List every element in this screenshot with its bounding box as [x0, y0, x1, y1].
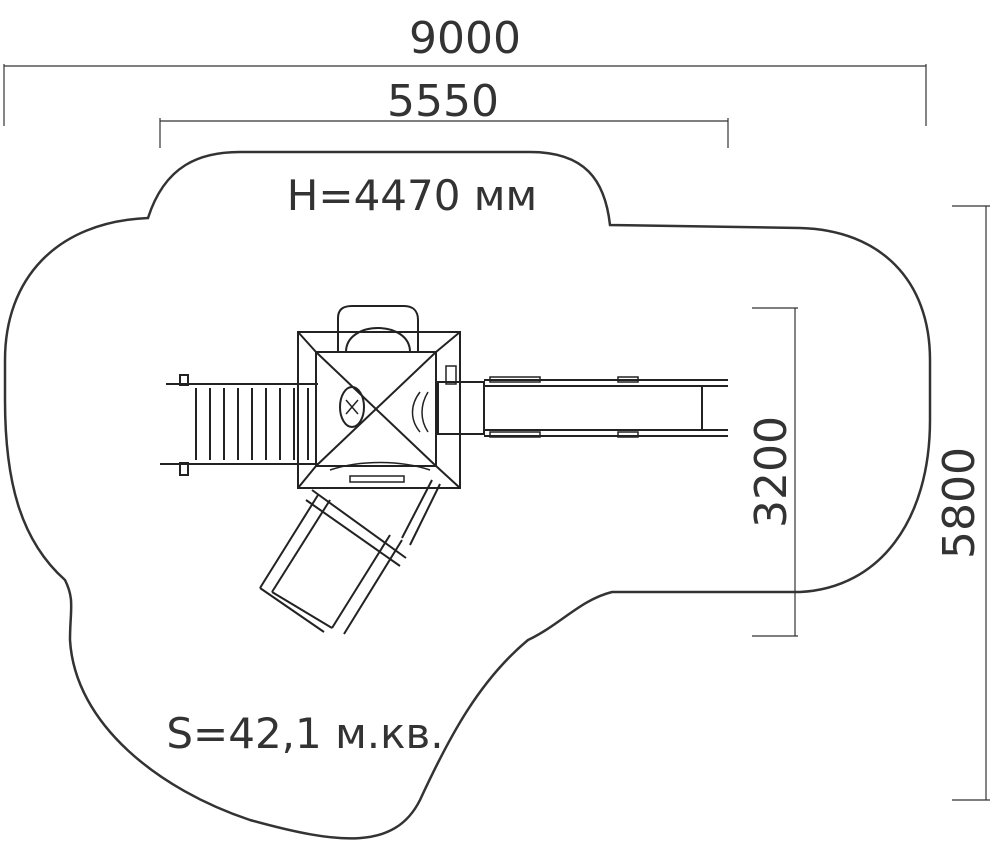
dimension-overall-width	[3, 64, 927, 126]
safety-zone-outline	[3, 150, 932, 840]
dimension-structure-depth	[752, 307, 798, 637]
dimension-overall-width-label: 9000	[409, 13, 521, 64]
playground-structure	[160, 305, 728, 635]
diagonal-slide	[259, 479, 441, 635]
dimension-overall-depth	[952, 205, 990, 801]
height-label: H=4470 мм	[287, 171, 537, 220]
area-label: S=42,1 м.кв.	[166, 709, 443, 758]
dimension-structure-depth-label: 3200	[746, 416, 797, 528]
dimension-structure-width	[159, 118, 729, 148]
dimension-overall-depth-label: 5800	[934, 447, 985, 559]
top-window	[337, 305, 419, 353]
tower	[297, 331, 461, 489]
steering-wheel-icon	[339, 386, 365, 428]
ladder	[160, 374, 318, 476]
right-slide	[437, 365, 728, 438]
dimension-structure-width-label: 5550	[387, 76, 499, 127]
